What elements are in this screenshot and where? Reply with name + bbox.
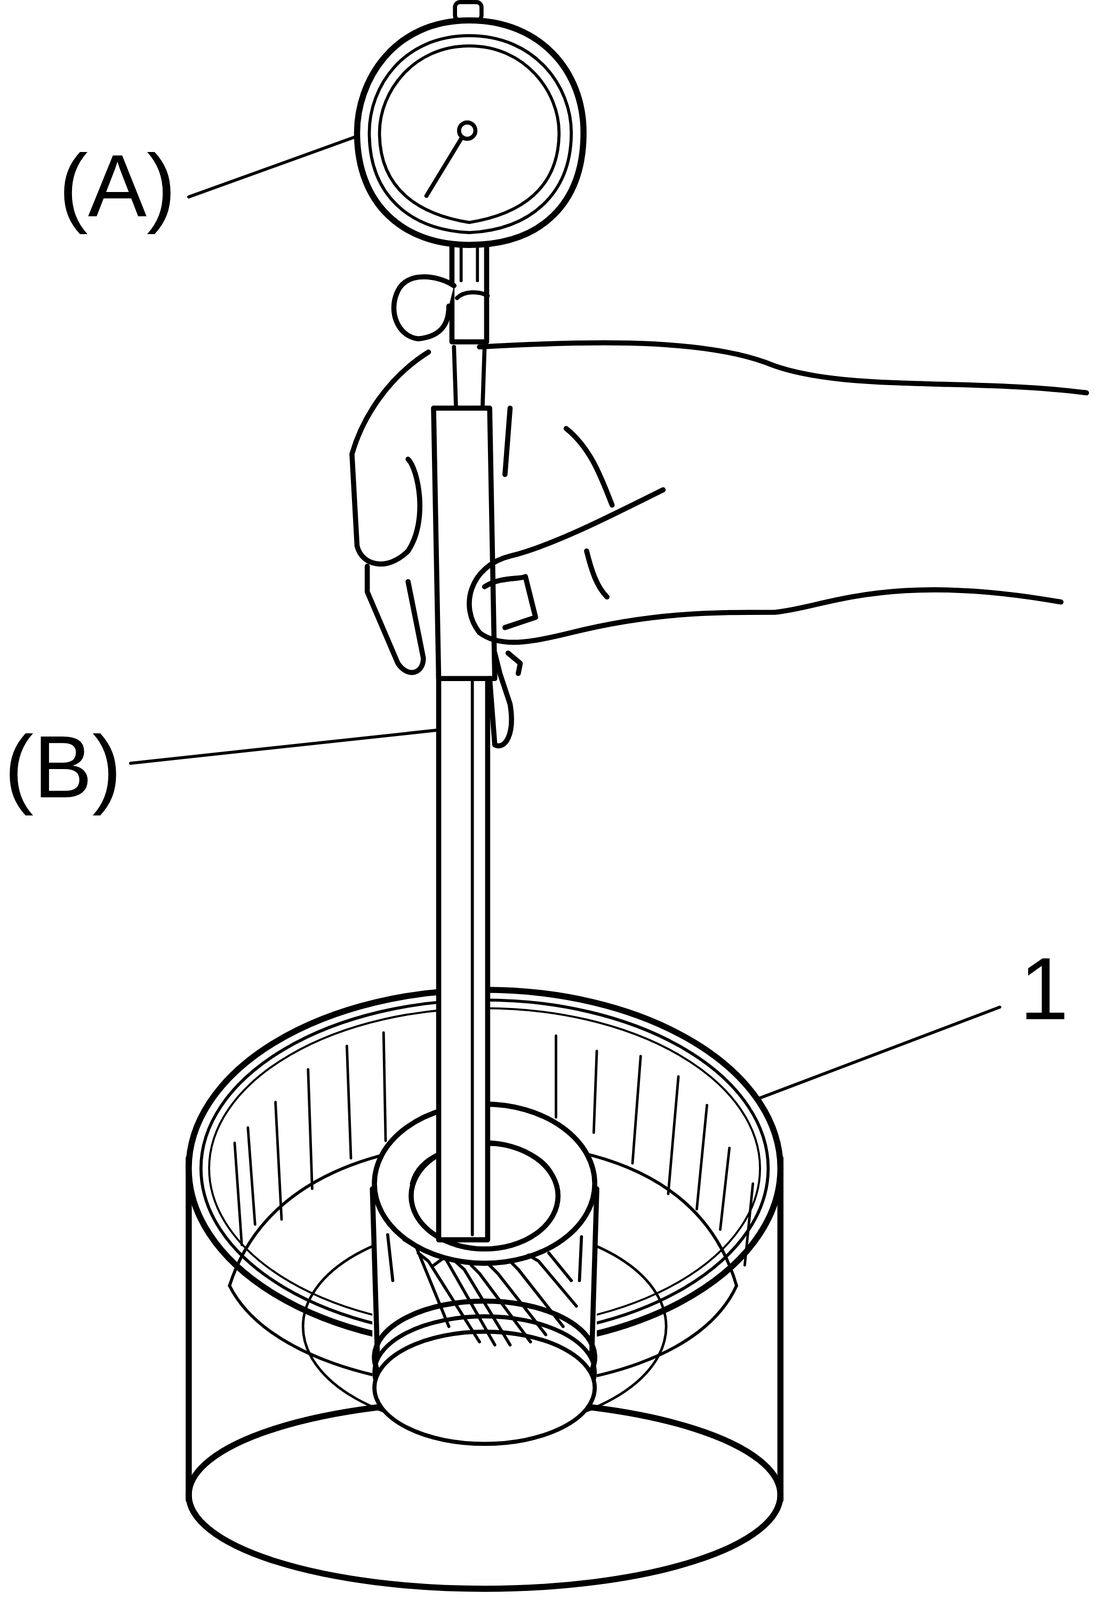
callout-number: 1 [1019,945,1069,1034]
leader-line [130,727,462,764]
dial-gauge [357,2,584,342]
part-label: (B) [4,723,122,812]
gauge-rod [438,673,488,1240]
hand [351,342,1087,747]
part-label: (A) [58,141,176,230]
